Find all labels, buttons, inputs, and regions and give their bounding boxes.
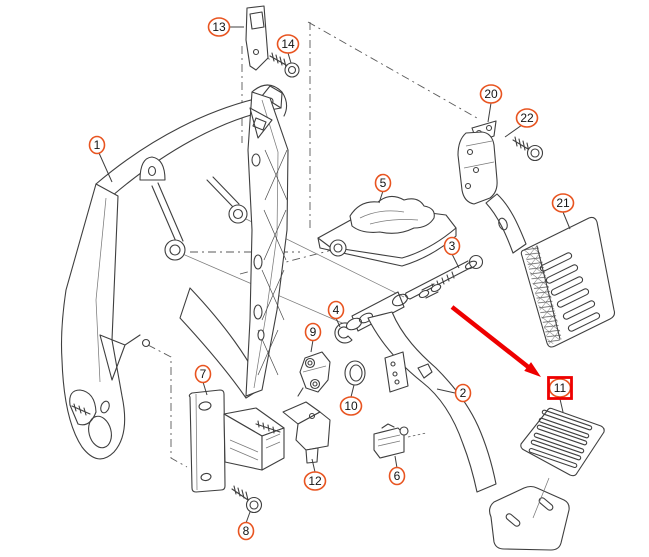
callout-ring (479, 84, 503, 104)
callout-number: 5 (380, 176, 387, 190)
callout-number: 9 (310, 325, 317, 339)
part-callout-22[interactable]: 22 (504, 108, 539, 138)
part-callout-12[interactable]: 12 (303, 458, 327, 491)
callout-leader-line (287, 52, 292, 64)
callout-ring (388, 466, 406, 486)
callout-number: 11 (554, 381, 567, 395)
part-callout-5[interactable]: 5 (374, 173, 392, 204)
part-11-footrest-pad (520, 407, 605, 477)
callout-number: 22 (520, 111, 534, 125)
callout-ring (194, 364, 212, 384)
callout-number: 12 (308, 474, 322, 488)
callout-number: 13 (212, 20, 226, 34)
part-3-pivot-bolt (404, 254, 484, 300)
selected-part-highlight-box (547, 376, 573, 400)
callout-leader-line (436, 388, 456, 394)
highlight-arrow (450, 305, 541, 377)
part-callout-20[interactable]: 20 (479, 84, 503, 123)
callout-number: 14 (281, 37, 295, 51)
part-callout-7[interactable]: 7 (194, 364, 212, 396)
callout-leader-line (559, 398, 564, 413)
part-10-cap (344, 360, 366, 386)
callout-leader-line (451, 253, 460, 269)
callout-ring (276, 34, 300, 54)
callout-number: 2 (460, 386, 467, 400)
callout-number: 4 (333, 303, 340, 317)
part-callout-4[interactable]: 4 (327, 300, 345, 328)
part-callout-14[interactable]: 14 (276, 34, 300, 64)
callout-ring (304, 322, 322, 342)
callout-number: 3 (449, 239, 456, 253)
part-callout-3[interactable]: 3 (443, 236, 461, 269)
part-7-switch-bracket (188, 389, 285, 493)
part-14-screw (269, 52, 300, 78)
part-callout-9[interactable]: 9 (304, 322, 322, 353)
callout-ring (303, 471, 327, 491)
part-callout-1[interactable]: 1 (88, 135, 113, 183)
callout-leader-line (487, 102, 492, 123)
part-callout-6[interactable]: 6 (388, 455, 406, 486)
part-21-pedal-pad (520, 216, 616, 348)
part-6-switch (373, 423, 409, 459)
callout-ring (443, 236, 461, 256)
part-callout-8[interactable]: 8 (237, 511, 255, 541)
callout-leader-line (394, 455, 398, 469)
callout-ring (237, 521, 255, 541)
callout-leader-line (378, 190, 384, 204)
callout-leader-line (350, 384, 355, 398)
arrow-head (524, 362, 541, 377)
callout-number: 1 (94, 138, 101, 152)
callout-leader-line (335, 317, 341, 328)
callout-ring (327, 300, 345, 320)
callout-leader-line (245, 511, 251, 524)
part-2-brake-pedal (345, 291, 570, 551)
part-4-clip (334, 322, 353, 344)
part-22-bolt (512, 136, 544, 162)
part-12-sensor (282, 401, 331, 464)
callout-leader-line (98, 152, 113, 183)
callout-leader-line (311, 458, 316, 473)
callout-number: 8 (243, 524, 250, 538)
callout-leader-line (202, 381, 208, 396)
part-13-retainer-bracket (245, 5, 269, 71)
callout-leader-line (504, 124, 523, 138)
callout-ring (374, 173, 392, 193)
callout-number: 10 (344, 399, 358, 413)
part-8-screw (231, 485, 263, 514)
callout-number: 7 (200, 367, 207, 381)
pedal-support-member (245, 84, 289, 397)
part-9-bearing-piece (297, 351, 331, 397)
callout-ring (454, 383, 472, 403)
part-callout-2[interactable]: 2 (436, 383, 472, 403)
callout-ring (88, 135, 106, 155)
arrow-shaft (450, 305, 531, 370)
callout-leader-line (562, 211, 571, 230)
part-callout-11[interactable]: 11 (547, 376, 573, 413)
callout-number: 20 (484, 87, 498, 101)
part-1-mounting-bracket (60, 85, 283, 460)
callout-ring (551, 193, 575, 213)
part-callout-21[interactable]: 21 (551, 193, 575, 230)
part-20-accelerator-pedal (457, 120, 527, 254)
part-5-accelerator-module (317, 195, 457, 267)
part-callout-13[interactable]: 13 (207, 17, 245, 37)
callout-ring (339, 396, 363, 416)
callout-number: 6 (394, 469, 401, 483)
callout-leader-line (310, 339, 314, 353)
part-callout-10[interactable]: 10 (339, 384, 363, 416)
callout-number: 21 (556, 196, 570, 210)
callout-ring (207, 17, 231, 37)
callout-ring (515, 108, 539, 128)
